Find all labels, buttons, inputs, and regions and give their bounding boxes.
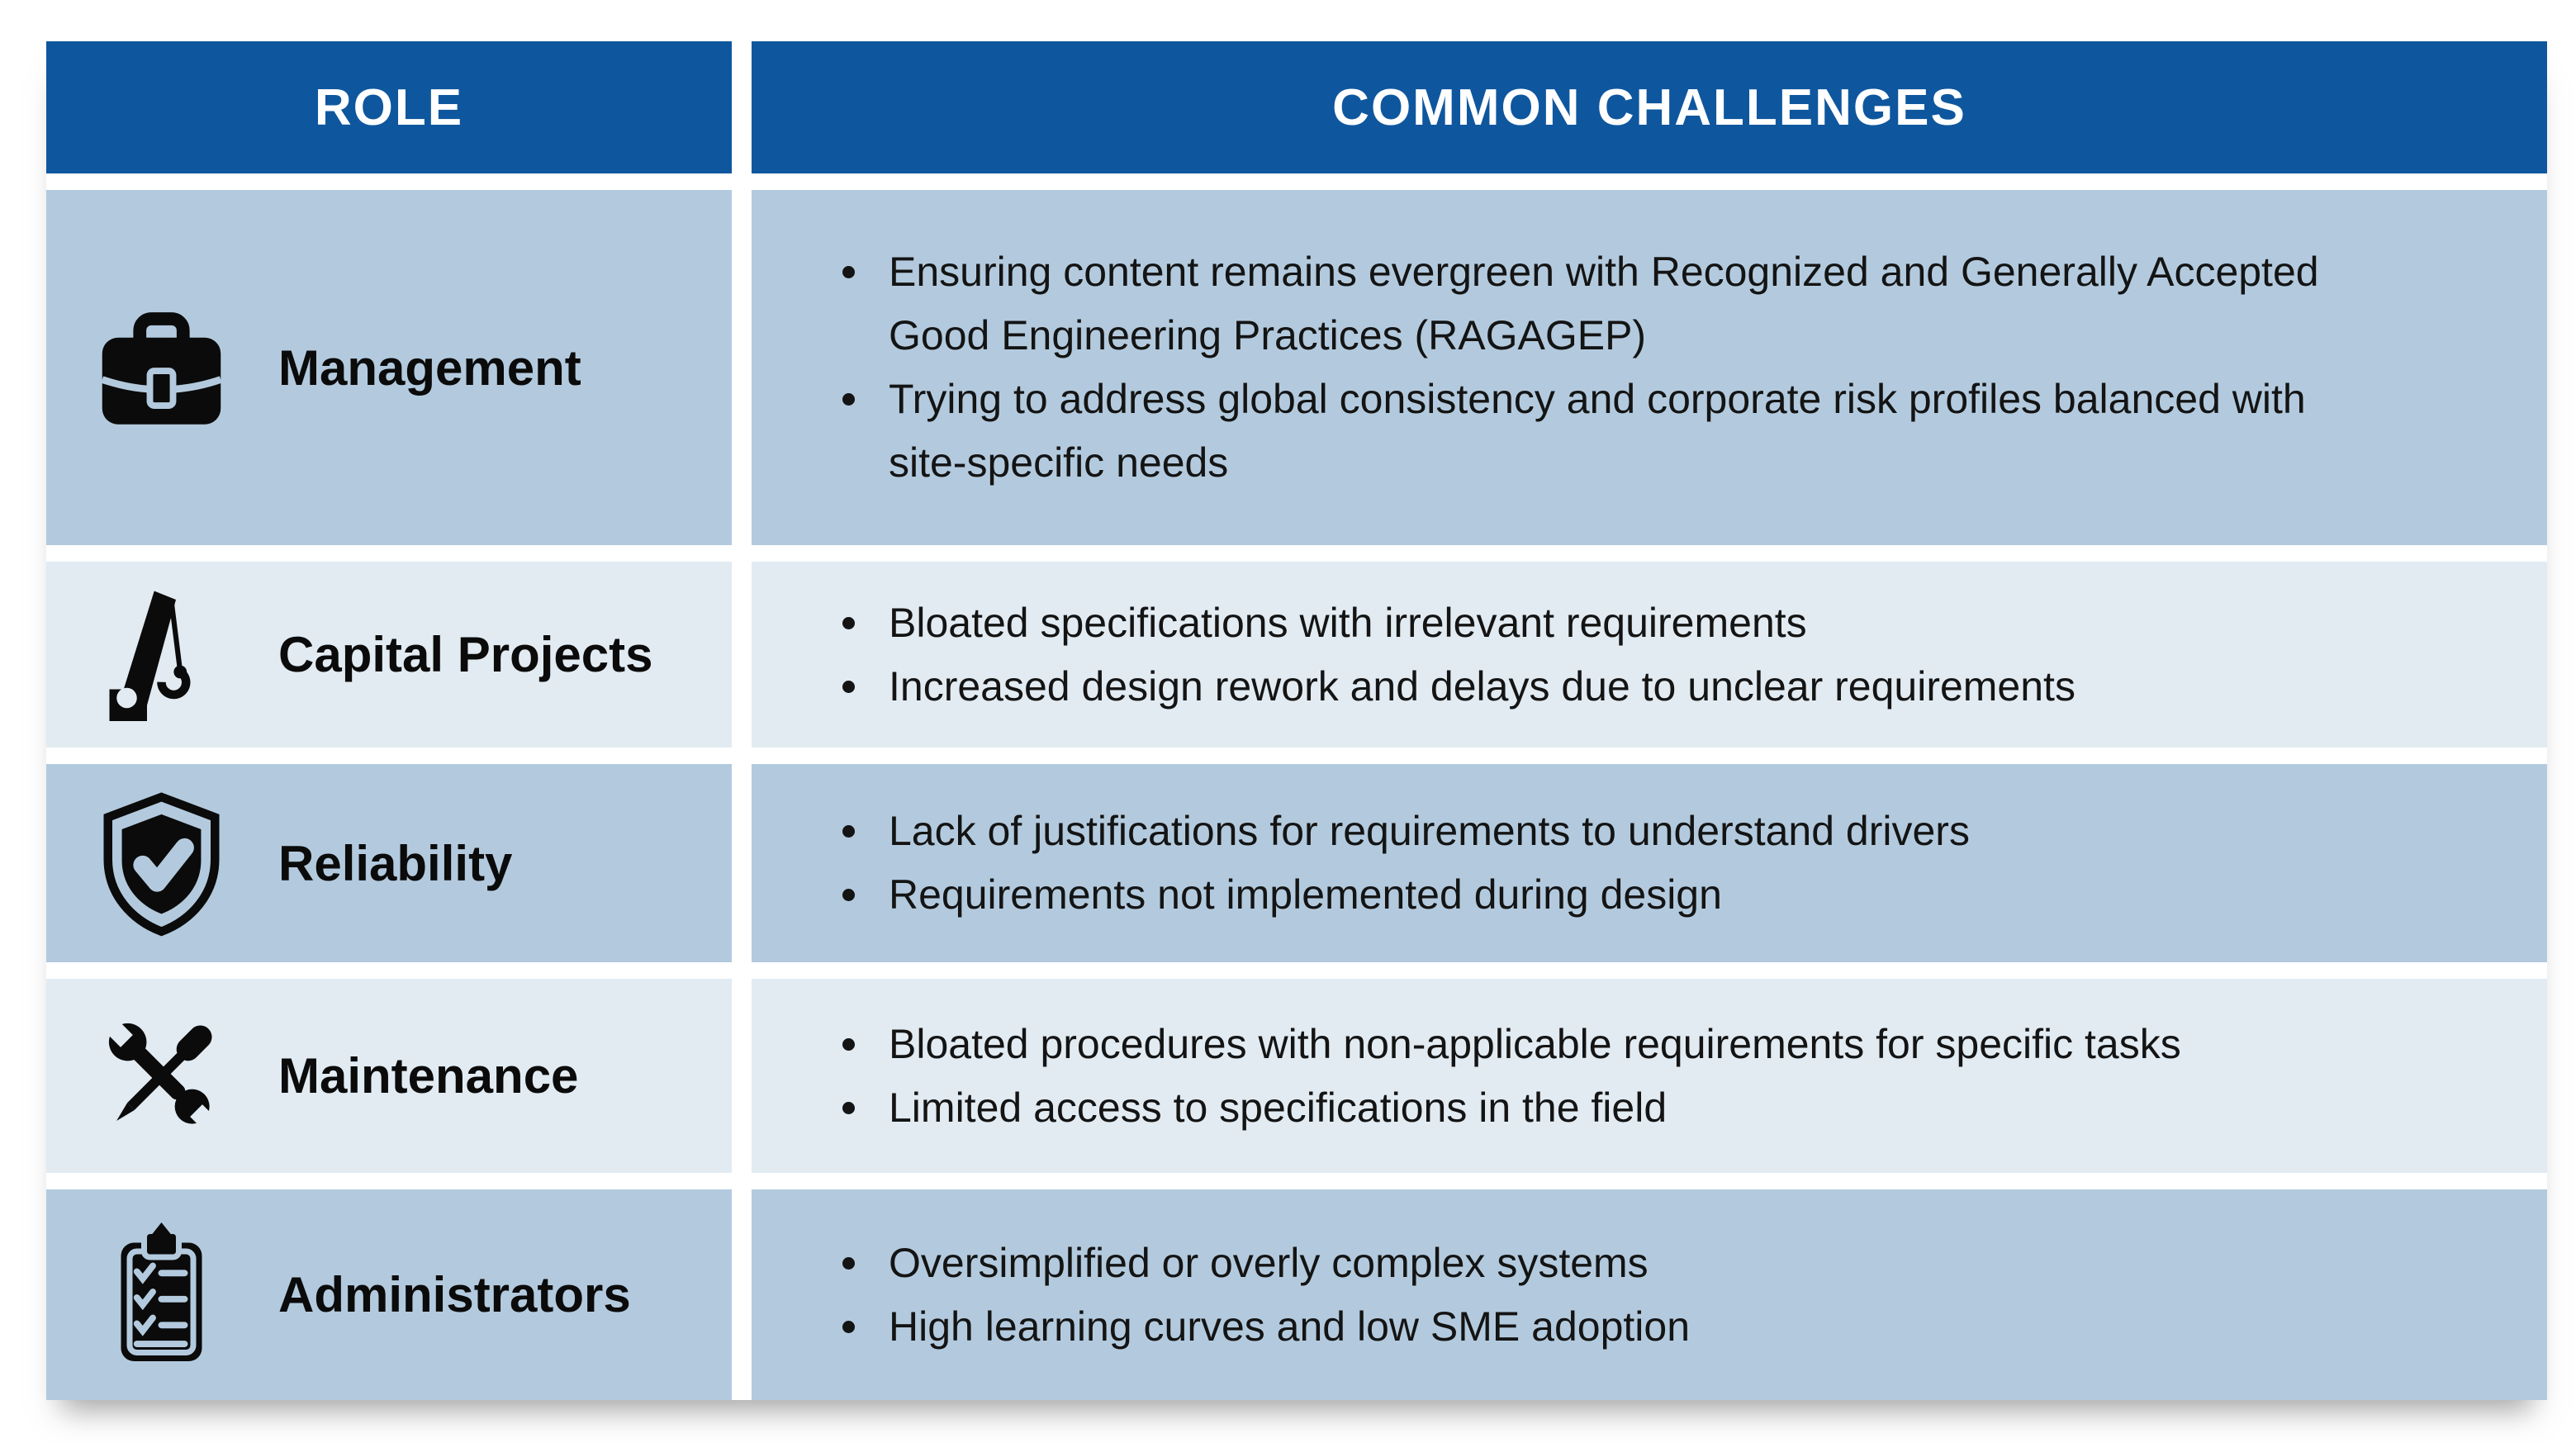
challenges-list: Ensuring content remains evergreen with … [834,240,2379,495]
role-cell-reliability: Reliability [46,764,732,962]
header-role-cell: ROLE [46,41,732,173]
role-cell-maintenance: Maintenance [46,979,732,1173]
role-cell-capital-projects: Capital Projects [46,562,732,748]
role-label: Administrators [278,1267,631,1322]
challenge-item: Increased design rework and delays due t… [834,655,2076,719]
challenge-item: High learning curves and low SME adoptio… [834,1295,1690,1359]
challenges-list: Oversimplified or overly complex systems… [834,1232,1690,1359]
challenge-item: Requirements not implemented during desi… [834,863,1970,927]
challenges-cell-administrators: Oversimplified or overly complex systems… [752,1189,2547,1400]
challenge-item: Ensuring content remains evergreen with … [834,240,2379,368]
challenges-list: Bloated procedures with non-applicable r… [834,1013,2181,1140]
challenges-list: Bloated specifications with irrelevant r… [834,591,2076,719]
header-role-label: ROLE [314,78,464,136]
role-cell-management: Management [46,190,732,545]
challenge-item: Bloated procedures with non-applicable r… [834,1013,2181,1076]
challenge-item: Oversimplified or overly complex systems [834,1232,1690,1295]
role-label: Maintenance [278,1048,579,1104]
briefcase-icon [89,292,234,444]
challenges-list: Lack of justifications for requirements … [834,800,1970,927]
role-cell-administrators: Administrators [46,1189,732,1400]
header-challenges-label: COMMON CHALLENGES [1332,78,1966,136]
challenge-item: Bloated specifications with irrelevant r… [834,591,2076,655]
shield-check-icon [89,787,234,940]
role-label: Capital Projects [278,627,653,682]
crane-icon [89,578,234,731]
challenges-cell-maintenance: Bloated procedures with non-applicable r… [752,979,2547,1173]
role-label: Reliability [278,835,513,891]
header-challenges-cell: COMMON CHALLENGES [752,41,2547,173]
roles-challenges-table: ROLE COMMON CHALLENGES Management Ensuri… [46,41,2547,1400]
tools-icon [89,999,234,1152]
role-label: Management [278,339,581,396]
challenges-cell-reliability: Lack of justifications for requirements … [752,764,2547,962]
challenge-item: Trying to address global consistency and… [834,368,2379,495]
challenges-cell-management: Ensuring content remains evergreen with … [752,190,2547,545]
clipboard-check-icon [89,1218,234,1371]
challenge-item: Lack of justifications for requirements … [834,800,1970,863]
challenge-item: Limited access to specifications in the … [834,1076,2181,1140]
challenges-cell-capital-projects: Bloated specifications with irrelevant r… [752,562,2547,748]
